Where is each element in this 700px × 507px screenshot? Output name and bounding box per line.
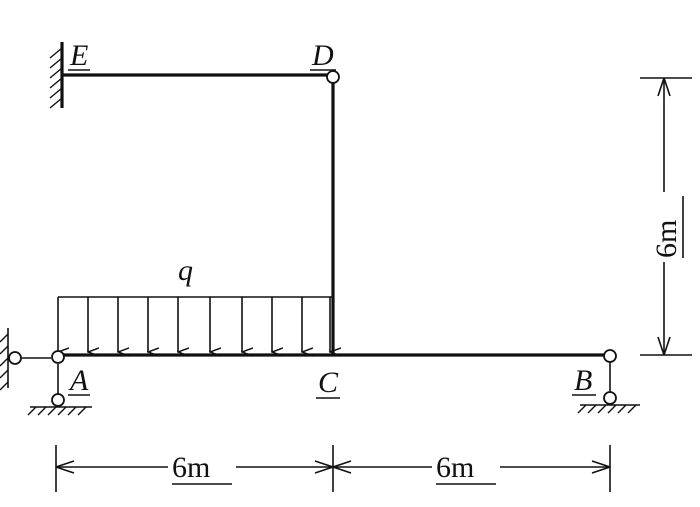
dimension-label-cd: 6m (650, 220, 683, 258)
support-b (577, 349, 640, 414)
support-a (0, 328, 92, 416)
dimension-horizontal (55, 445, 611, 492)
dimension-label-cb: 6m (436, 451, 474, 484)
distributed-load (58, 296, 333, 352)
hinge-d (326, 70, 340, 84)
label-q: q (178, 254, 193, 287)
dimension-vertical (640, 77, 692, 356)
label-a: A (68, 364, 89, 397)
label-b: B (574, 364, 592, 397)
label-d: D (311, 39, 334, 72)
label-e: E (69, 39, 88, 72)
dimension-label-ac: 6m (172, 451, 210, 484)
fixed-support-e (49, 42, 64, 109)
label-c: C (318, 366, 339, 399)
